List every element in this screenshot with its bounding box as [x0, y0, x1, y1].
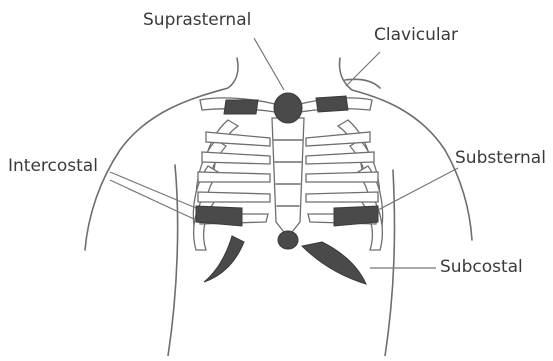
- label-subcostal: Subcostal: [440, 259, 523, 276]
- label-intercostal: Intercostal: [8, 158, 98, 175]
- label-clavicular: Clavicular: [374, 27, 458, 44]
- label-suprasternal: Suprasternal: [143, 12, 251, 29]
- subcostal-area-left: [204, 236, 244, 282]
- intercostal-area-right: [334, 206, 378, 226]
- clavicular-area-left: [224, 100, 258, 114]
- subcostal-area-right: [302, 242, 366, 284]
- sternum: [272, 118, 304, 232]
- intercostal-area-left: [196, 206, 242, 226]
- label-substernal: Substernal: [455, 150, 546, 167]
- substernal-area: [278, 231, 298, 249]
- suprasternal-area: [274, 93, 302, 123]
- clavicular-area-right: [316, 96, 348, 112]
